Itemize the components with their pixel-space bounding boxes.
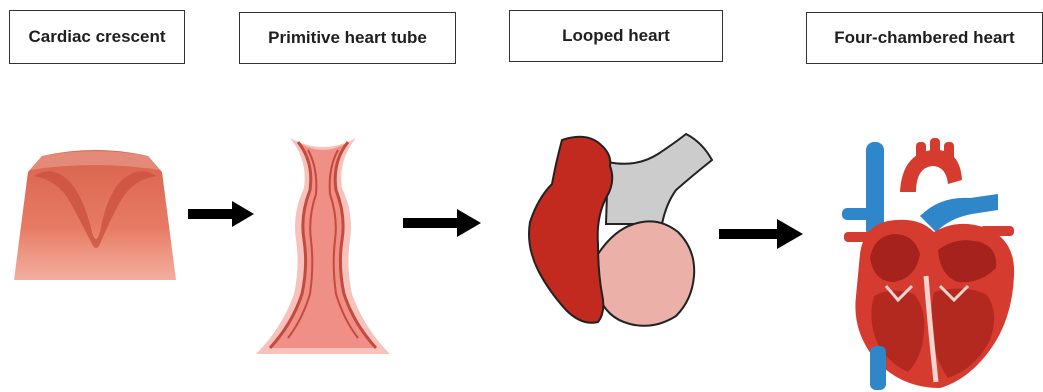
inferior-vena-cava bbox=[870, 346, 886, 390]
aortic-branch-1 bbox=[916, 142, 926, 168]
looped-pink-segment bbox=[598, 221, 694, 325]
looped-gray-segment bbox=[606, 134, 712, 224]
aortic-branch-3 bbox=[944, 142, 954, 170]
right-arrow-icon bbox=[719, 219, 803, 249]
looped-red-segment bbox=[529, 137, 612, 323]
cardiac-crescent-illustration bbox=[12, 142, 178, 282]
stage-label-cardiac-crescent: Cardiac crescent bbox=[9, 10, 185, 64]
stage-label-primitive-heart-tube: Primitive heart tube bbox=[239, 12, 456, 64]
crescent-body bbox=[14, 150, 176, 280]
right-arrow-icon bbox=[403, 209, 481, 237]
four-chambered-heart-illustration bbox=[830, 136, 1043, 392]
aortic-branch-2 bbox=[930, 138, 940, 166]
left-ventricle bbox=[931, 288, 994, 378]
stage-label-looped-heart: Looped heart bbox=[509, 10, 723, 62]
right-arrow-icon bbox=[188, 201, 254, 227]
looped-heart-illustration bbox=[526, 132, 716, 332]
stage-label-four-chambered-heart: Four-chambered heart bbox=[806, 12, 1043, 64]
pulmonary-vein-right bbox=[842, 208, 874, 220]
heart-tube-illustration bbox=[248, 134, 398, 366]
